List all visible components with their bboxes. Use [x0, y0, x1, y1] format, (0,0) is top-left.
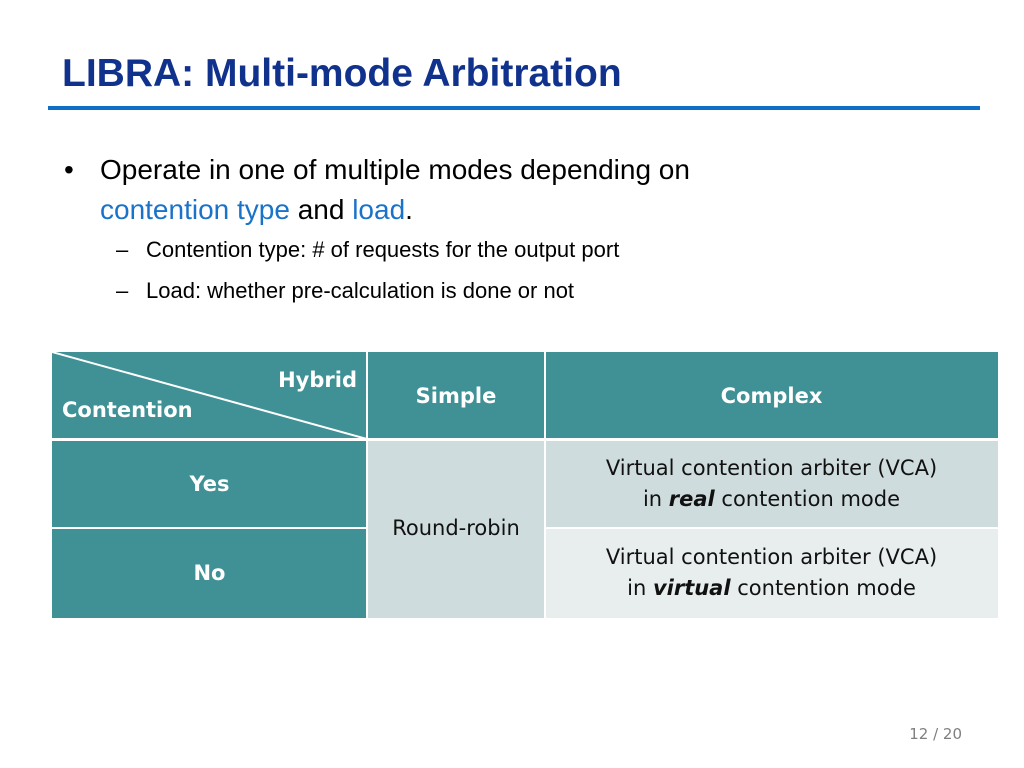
row-header-yes: Yes — [52, 439, 367, 528]
corner-label-contention: Contention — [62, 398, 193, 422]
page-number: 12 / 20 — [909, 725, 962, 743]
corner-header-cell: Hybrid Contention — [52, 352, 367, 439]
cell-suffix: contention mode — [730, 576, 916, 600]
cell-line-1: Virtual contention arbiter (VCA) — [605, 545, 938, 569]
grid-line — [545, 527, 998, 529]
sub-bullet-text: Contention type: # of requests for the o… — [146, 237, 620, 262]
title-underline — [48, 106, 980, 110]
accent-load: load — [352, 194, 406, 225]
bullet-text-before: Operate in one of multiple modes dependi… — [100, 154, 690, 185]
dash-marker: – — [116, 237, 129, 262]
bullet-text-middle: and — [289, 194, 353, 225]
cell-vca-virtual: Virtual contention arbiter (VCA) in virt… — [545, 528, 998, 618]
column-header-complex: Complex — [545, 352, 998, 439]
sub-bullet-text: Load: whether pre-calculation is done or… — [146, 278, 575, 303]
sub-bullet-contention-type: – Contention type: # of requests for the… — [116, 236, 962, 264]
sub-bullet-list: – Contention type: # of requests for the… — [62, 236, 962, 305]
mode-word-real: real — [668, 486, 715, 511]
grid-line — [366, 352, 368, 618]
column-header-simple: Simple — [367, 352, 545, 439]
sub-bullet-load: – Load: whether pre-calculation is done … — [116, 277, 962, 305]
accent-contention-type: contention type — [100, 194, 290, 225]
slide-title: LIBRA: Multi-mode Arbitration — [62, 52, 622, 95]
cell-suffix: contention mode — [714, 486, 901, 511]
bullet-list: • Operate in one of multiple modes depen… — [62, 150, 962, 318]
diagonal-divider — [52, 352, 367, 439]
bullet-marker: • — [64, 154, 74, 185]
grid-line — [52, 438, 998, 441]
corner-label-hybrid: Hybrid — [278, 368, 357, 392]
cell-line-2: in virtual contention mode — [627, 573, 916, 604]
grid-line — [52, 527, 367, 529]
mode-table: Hybrid Contention Simple Complex Yes No … — [52, 352, 998, 618]
cell-prefix: in — [642, 486, 669, 511]
row-header-no: No — [52, 528, 367, 618]
cell-vca-real: Virtual contention arbiter (VCA) in real… — [545, 439, 998, 528]
dash-marker: – — [116, 278, 129, 303]
cell-line-2: in real contention mode — [643, 484, 900, 515]
grid-line — [544, 352, 546, 618]
cell-line-1: Virtual contention arbiter (VCA) — [605, 455, 938, 480]
cell-prefix: in — [627, 576, 653, 600]
mode-word-virtual: virtual — [652, 576, 731, 600]
bullet-main: • Operate in one of multiple modes depen… — [62, 150, 962, 230]
bullet-text-after: . — [405, 194, 413, 225]
cell-round-robin: Round-robin — [367, 439, 545, 618]
